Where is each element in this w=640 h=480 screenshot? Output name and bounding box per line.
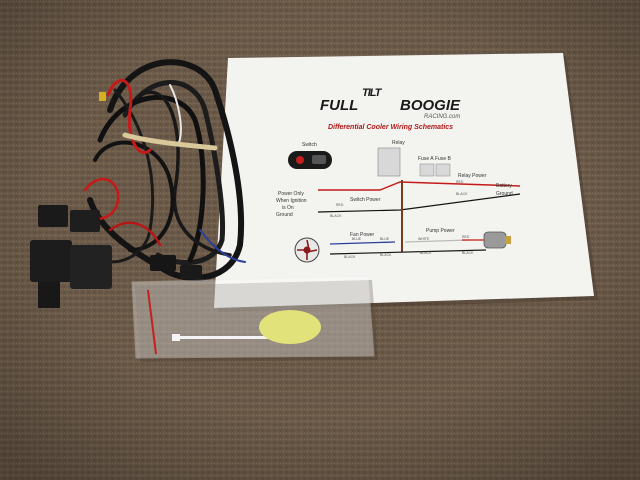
label-switch-power: Switch Power [350, 197, 381, 203]
wire-label-blue-relay: BLUE [380, 237, 390, 241]
wire-label-red-switch: RED [336, 203, 344, 207]
wire-label-white: WHITE [418, 237, 430, 241]
logo-text-tilt: TILT [362, 87, 381, 99]
label-pump-power: Pump Power [426, 228, 455, 234]
logo-text-racing: RACING.com [424, 114, 461, 120]
wire-label-red-relay: RED [456, 180, 464, 184]
wire-label-red-pump: RED [462, 235, 470, 239]
label-fan-power: Fan Power [350, 232, 375, 238]
logo-text-full: FULL [320, 97, 359, 114]
label-switch: Switch [302, 142, 317, 148]
wire-label-black-pump: BLACK [420, 251, 432, 255]
label-fuse-a: Fuse A [418, 156, 434, 162]
label-when-ignition: When Ignition [276, 198, 307, 204]
wire-label-blue-fan: BLUE [352, 237, 362, 241]
label-relay-power: Relay Power [458, 173, 487, 179]
wire-label-black-fan: BLACK [344, 255, 356, 259]
logo-text-boogie: BOOGIE [400, 97, 461, 114]
label-battery: Battery [496, 183, 512, 189]
wire-label-black-mid: BLACK [380, 253, 392, 257]
label-relay: Relay [392, 140, 405, 146]
schematic-title: Differential Cooler Wiring Schematics [328, 124, 454, 131]
wire-label-black-right: BLACK [462, 251, 474, 255]
label-is-on: is On [282, 205, 294, 211]
label-power-only: Power Only [278, 191, 304, 197]
label-ground-left: Ground [276, 212, 293, 218]
label-ground-right: Ground [496, 191, 513, 197]
wire-label-black-relay: BLACK [456, 192, 468, 196]
wire-label-black-ground: BLACK [330, 214, 342, 218]
label-fuse-b: Fuse B [435, 156, 451, 162]
